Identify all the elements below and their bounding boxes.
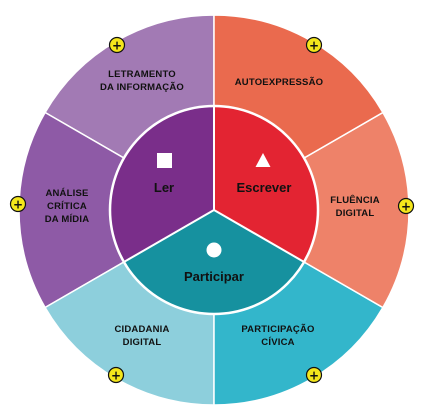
inner-divider-left [123,209,215,263]
plus-icon: + [309,369,319,383]
label-letramento-line1: LETRAMENTO [108,69,176,80]
plus-button-autoexpressao[interactable]: + [305,36,323,54]
plus-icon: + [309,39,319,53]
label-letramento-line2: DA INFORMAÇÃO [100,82,184,93]
label-analise-line2: CRÍTICA [47,201,87,212]
inner-label-participar: Participar [184,269,244,284]
plus-button-analise[interactable]: + [9,195,27,213]
triangle-icon [255,153,271,167]
plus-icon: + [112,39,122,53]
plus-icon: + [401,200,411,214]
label-cidadania-line1: CIDADANIA [114,324,169,335]
circle-icon [206,242,222,258]
square-icon [157,153,172,168]
inner-segment-escrever[interactable] [214,106,319,262]
inner-circle [108,104,320,316]
plus-button-cidadania[interactable]: + [107,366,125,384]
label-participacao-line2: CÍVICA [261,337,294,348]
plus-button-letramento[interactable]: + [108,36,126,54]
label-analise-line1: ANÁLISE [45,188,88,199]
label-fluencia-line1: FLUÊNCIA [330,194,380,206]
label-analise-line3: DA MÍDIA [45,214,90,225]
inner-label-escrever: Escrever [237,180,292,195]
plus-button-fluencia[interactable]: + [397,197,415,215]
plus-icon: + [111,369,121,383]
label-autoexpressao-line1: AUTOEXPRESSÃO [235,77,323,88]
label-fluencia-line2: DIGITAL [336,208,375,219]
plus-button-participacao[interactable]: + [305,366,323,384]
inner-divider-right [213,209,305,263]
inner-label-ler: Ler [154,180,174,195]
label-participacao-line1: PARTICIPAÇÃO [241,324,314,335]
plus-icon: + [13,198,23,212]
inner-segment-ler[interactable] [109,105,214,262]
label-cidadania-line2: DIGITAL [123,337,162,348]
